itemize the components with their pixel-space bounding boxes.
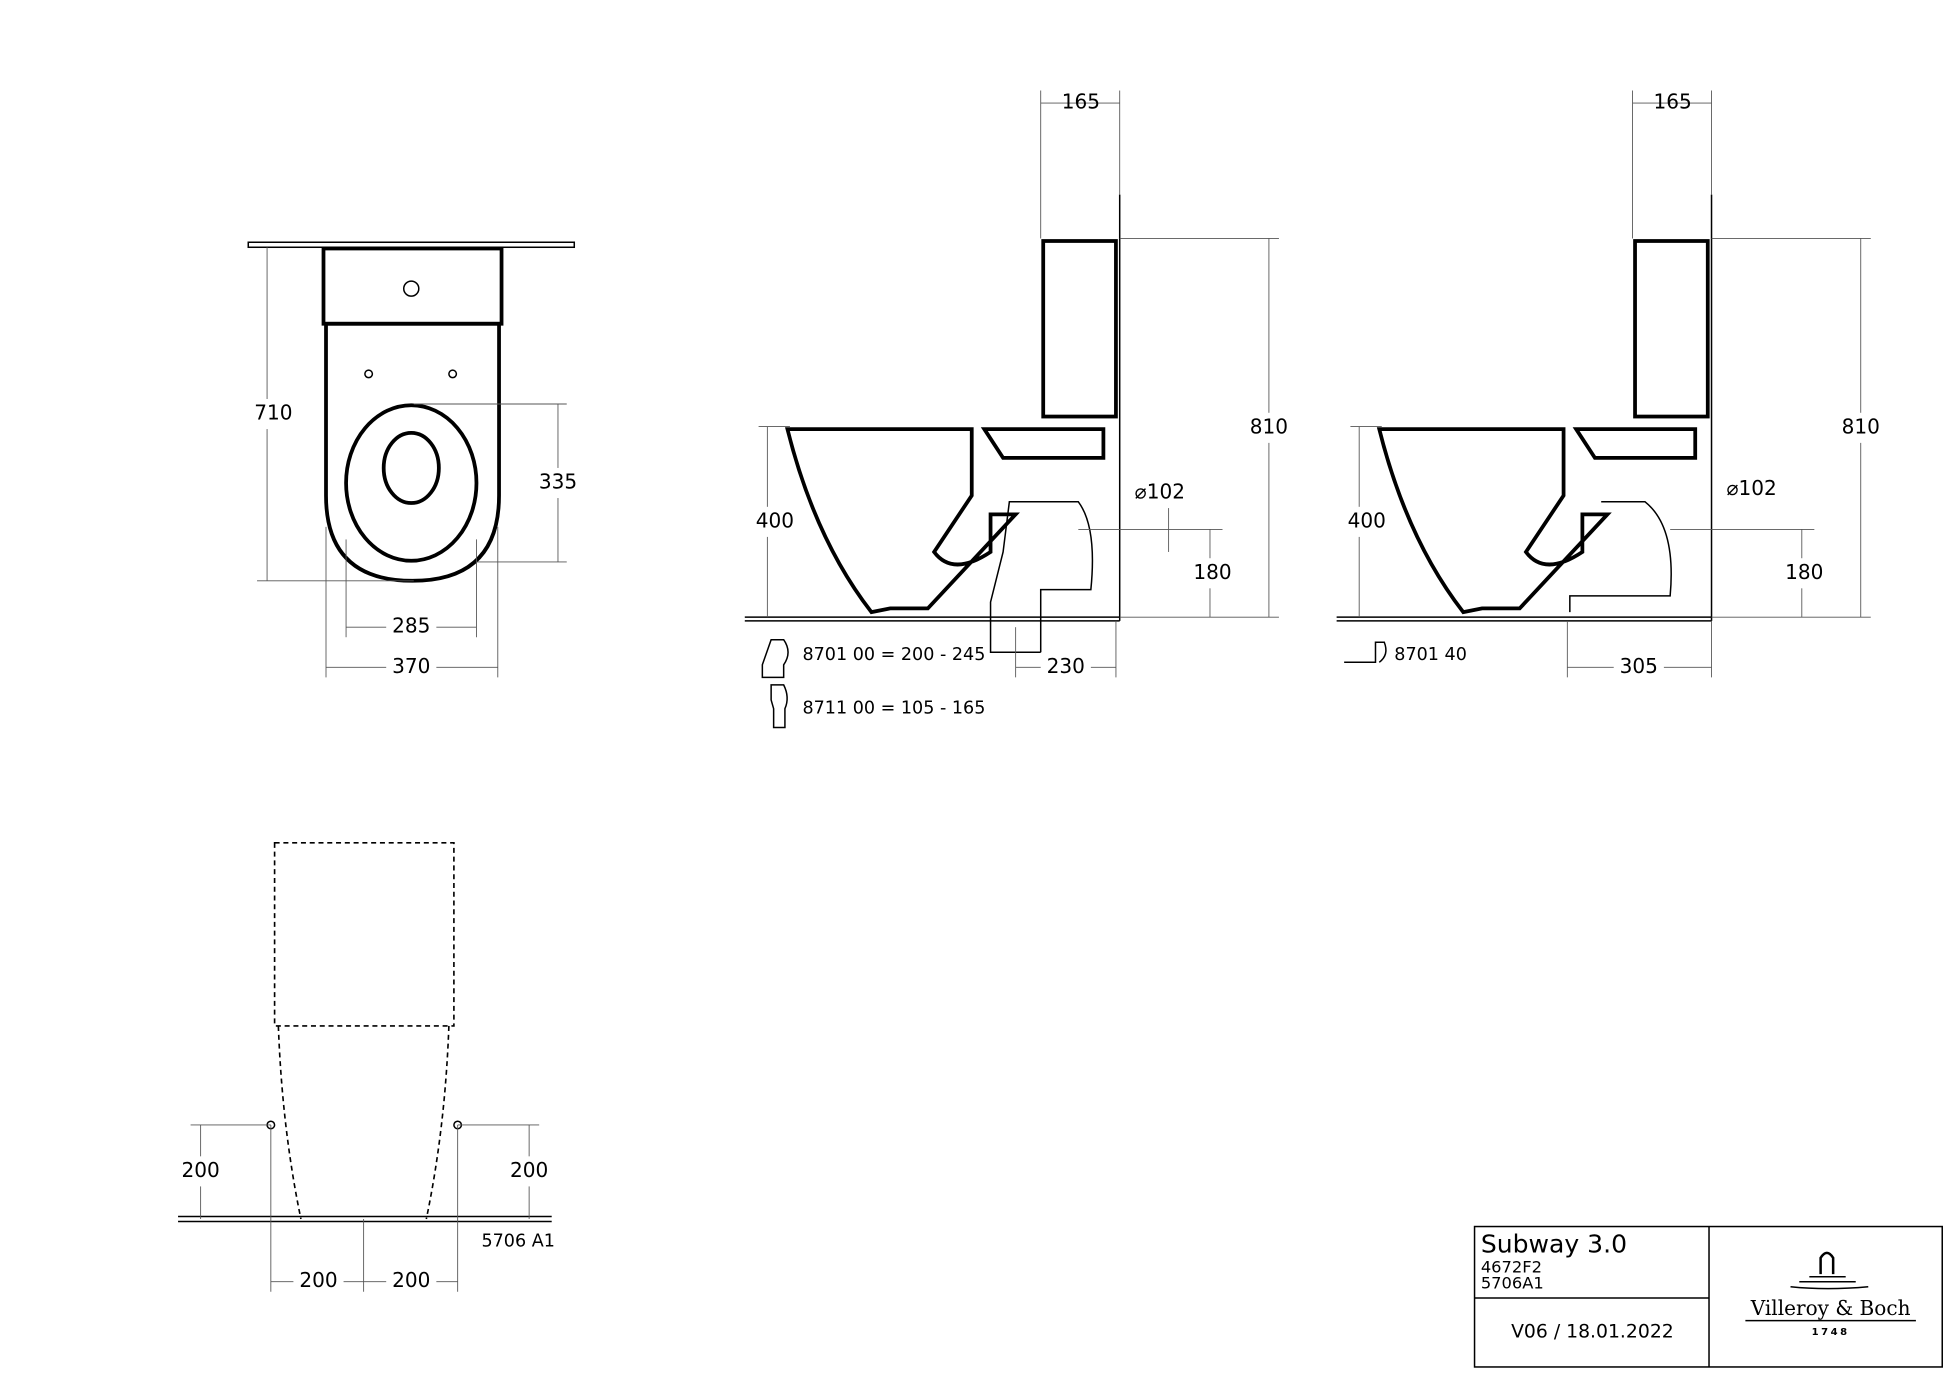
dim-200-spacing-right: 200	[392, 1268, 430, 1292]
flush-button-icon	[402, 280, 420, 297]
seat-outline	[344, 403, 479, 563]
side-view-1: 165 810 400 ⌀102 180 230 8701 00 = 200 -…	[744, 90, 1294, 729]
villeroy-boch-logo: Villeroy & Boch 1748	[1745, 1251, 1916, 1338]
brand-name: Villeroy & Boch	[1750, 1296, 1911, 1320]
note-8701-40: 8701 40	[1394, 645, 1467, 665]
tank-outline	[321, 246, 504, 326]
dim-200-right: 200	[510, 1158, 548, 1182]
dim-diameter-102: ⌀102	[1135, 480, 1185, 504]
dim-200-spacing-left: 200	[299, 1268, 337, 1292]
dim-400: 400	[1348, 508, 1386, 532]
connector-icon	[1344, 641, 1387, 664]
product-code-2: 5706A1	[1481, 1274, 1544, 1293]
dim-335: 335	[539, 469, 577, 493]
product-code-1: 4672F2	[1481, 1257, 1542, 1276]
bottom-view-code: 5706 A1	[481, 1232, 554, 1252]
dim-285: 285	[392, 614, 430, 638]
dim-diameter-102: ⌀102	[1726, 476, 1776, 500]
dim-305: 305	[1620, 654, 1658, 678]
dim-230: 230	[1047, 654, 1085, 678]
dim-810: 810	[1250, 414, 1288, 438]
brand-year: 1748	[1812, 1327, 1850, 1338]
connector-pipe	[989, 501, 1094, 654]
connector-icon	[761, 638, 789, 679]
connector-icon	[770, 684, 788, 729]
bowl-section	[785, 427, 1020, 615]
title-block: Subway 3.0 4672F2 5706A1 V06 / 18.01.202…	[1473, 1225, 1943, 1368]
tank-section	[1041, 239, 1118, 419]
top-view: 710 335 285 370	[247, 241, 584, 683]
dim-710: 710	[254, 401, 292, 425]
dim-180: 180	[1193, 560, 1231, 584]
side-view-2: 165 810 400 ⌀102 180 305 8701 40	[1336, 90, 1886, 683]
dim-370: 370	[392, 654, 430, 678]
note-8711-00: 8711 00 = 105 - 165	[802, 699, 985, 719]
bottom-view: 200 200 200 200 5706 A1	[175, 842, 555, 1297]
dim-165: 165	[1062, 90, 1100, 114]
product-name: Subway 3.0	[1481, 1229, 1627, 1258]
version-date: V06 / 18.01.2022	[1511, 1321, 1674, 1342]
dim-810: 810	[1842, 414, 1880, 438]
dim-200-left: 200	[181, 1158, 219, 1182]
dim-180: 180	[1785, 560, 1823, 584]
note-8701-00: 8701 00 = 200 - 245	[802, 645, 985, 665]
dim-400: 400	[756, 508, 794, 532]
dim-165: 165	[1654, 90, 1692, 114]
